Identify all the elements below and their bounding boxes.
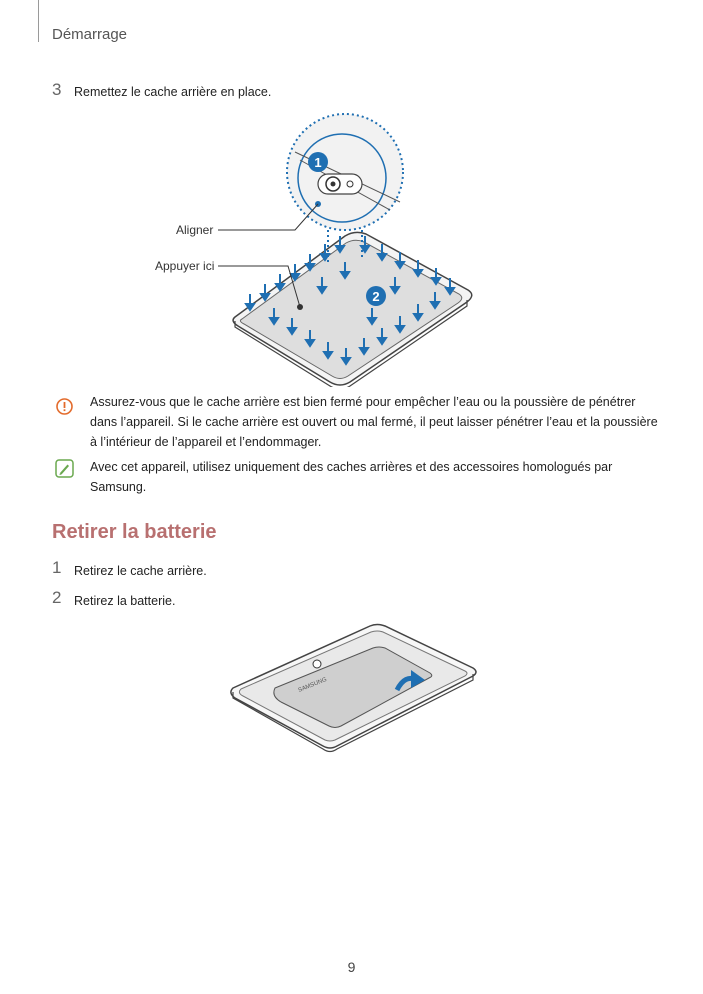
note-text: Avec cet appareil, utilisez uniquement d…: [90, 460, 613, 494]
step-number: 1: [52, 558, 62, 577]
step-number: 3: [52, 80, 62, 99]
caution-icon: [56, 398, 73, 415]
caution-text: Assurez-vous que le cache arrière est bi…: [90, 395, 658, 449]
back-cover-illustration: 1 2: [218, 113, 473, 387]
step-text: Retirez le cache arrière.: [74, 564, 207, 578]
step-text: Remettez le cache arrière en place.: [74, 85, 272, 99]
note-icon: [55, 459, 74, 478]
step-badge-1: 1: [314, 155, 321, 170]
callout-press-here: Appuyer ici: [155, 259, 215, 273]
header-divider: [38, 0, 39, 42]
press-arrows: [244, 236, 456, 366]
step-badge-2: 2: [372, 289, 379, 304]
battery-removal-illustration: SAMSUNG: [230, 623, 477, 753]
callout-align: Aligner: [176, 223, 214, 237]
step-text: Retirez la batterie.: [74, 594, 176, 608]
page-header-title: Démarrage: [52, 26, 128, 43]
section-title: Retirer la batterie: [52, 521, 217, 543]
page-number: 9: [347, 959, 356, 975]
step-number: 2: [52, 588, 62, 607]
